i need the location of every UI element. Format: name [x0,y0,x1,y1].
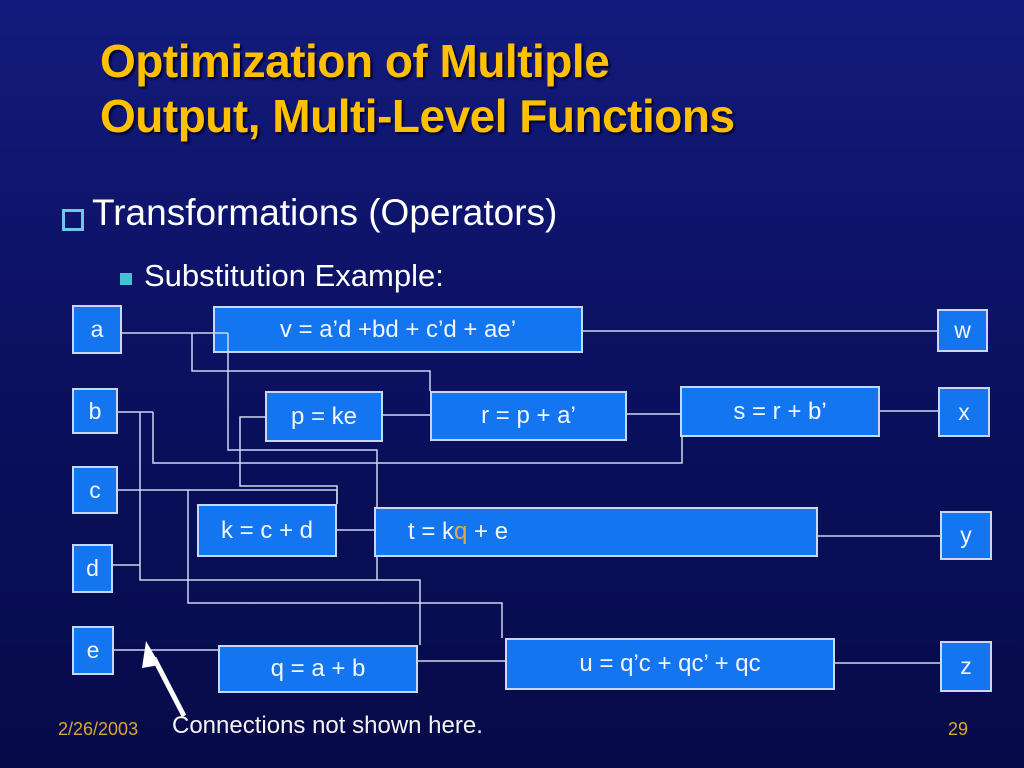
input-node-b-label: b [88,397,102,424]
output-node-x-label: x [958,398,970,425]
function-node-r: r = p + a’ [430,391,627,441]
footer-date: 2/26/2003 [58,719,139,739]
connector-c-k [118,489,338,504]
footer-page-number: 29 [948,719,969,739]
function-node-p: p = ke [265,391,383,442]
output-node-y-label: y [960,522,972,548]
function-node-u: u = q’c + qc’ + qc [505,638,835,690]
input-node-a: a [72,305,122,354]
output-node-w-label: w [954,317,971,343]
input-node-e: e [72,626,114,675]
function-node-u-label: u = q’c + qc’ + qc [579,650,761,677]
slide-title: Optimization of Multiple Output, Multi-L… [100,34,960,144]
output-node-x: x [938,387,990,437]
function-node-t-highlight-q: q [454,518,468,545]
function-node-p-label: p = ke [290,402,358,430]
function-node-k-label: k = c + d [220,516,314,544]
title-line-2: Output, Multi-Level Functions [100,90,735,142]
callout-arrow-icon [142,641,187,718]
input-node-d-label: d [86,555,99,581]
output-node-y: y [940,511,992,560]
input-node-e-label: e [86,637,100,663]
function-node-s: s = r + b’ [680,386,880,437]
output-node-w: w [937,309,988,352]
function-node-s-label: s = r + b’ [733,397,827,425]
input-node-b: b [72,388,118,434]
output-node-z: z [940,641,992,692]
function-node-k: k = c + d [197,504,337,557]
input-node-c: c [72,466,118,514]
function-node-r-label: r = p + a’ [481,402,576,429]
function-node-q-label: q = a + b [270,655,366,682]
bullet-level1-text: Transformations (Operators) [92,192,558,233]
sub-bullet-square-icon [120,273,132,285]
function-node-q: q = a + b [218,645,418,693]
input-node-a-label: a [90,316,104,342]
function-node-t-prefix: t = k [408,518,455,545]
title-line-1: Optimization of Multiple [100,35,610,87]
input-node-d: d [72,544,113,593]
function-node-t-suffix: + e [467,518,509,545]
bullet-level2-text: Substitution Example: [144,258,444,293]
function-node-v: v = a’d +bd + c’d + ae’ [213,306,583,353]
output-node-z-label: z [960,653,972,679]
bullet-square-icon [62,209,84,231]
footer-note: Connections not shown here. [172,712,483,739]
input-node-c-label: c [89,476,101,503]
function-node-v-label: v = a’d +bd + c’d + ae’ [279,315,517,343]
